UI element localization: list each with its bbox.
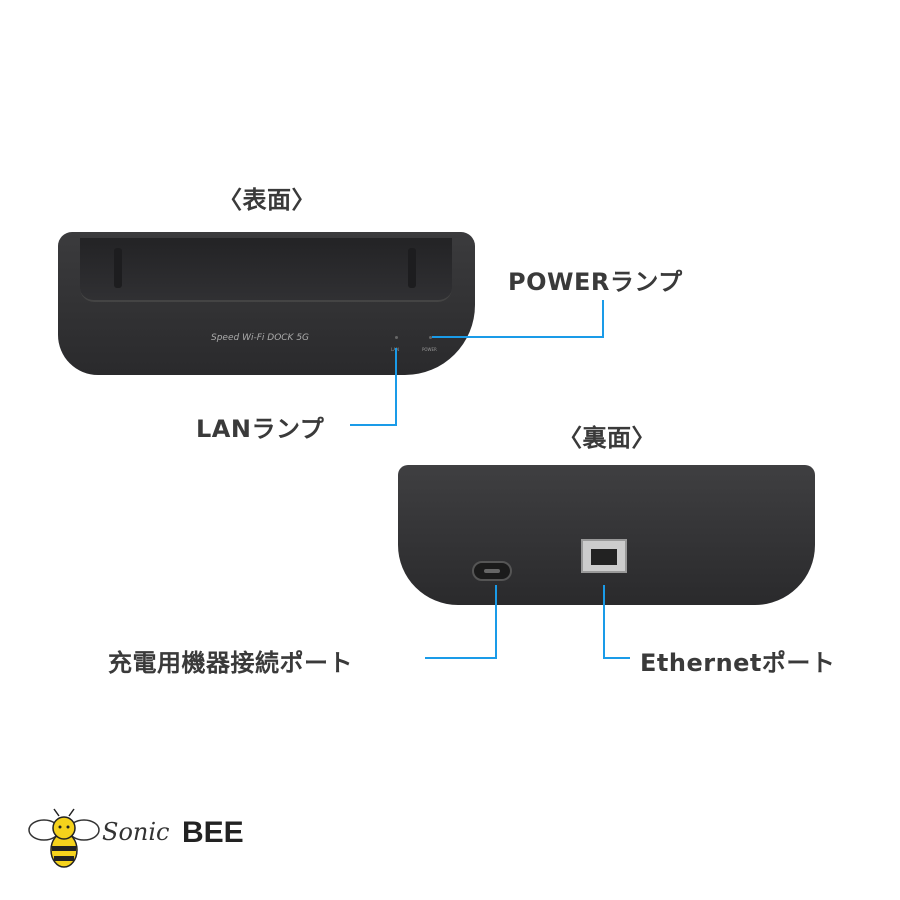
charge-port-label: 充電用機器接続ポート	[108, 649, 353, 677]
lan-leader	[350, 348, 397, 426]
cradle-post	[114, 248, 122, 288]
logo-bee-text: BEE	[182, 816, 244, 849]
front-heading: 〈表面〉	[218, 186, 316, 214]
cradle-post	[408, 248, 416, 288]
lan-lamp-label: LANランプ	[196, 415, 325, 443]
logo-sonic-text: Sonic	[102, 818, 170, 846]
device-brand-text: Speed Wi-Fi DOCK 5G	[211, 333, 310, 343]
dock-back-image	[398, 465, 815, 605]
power-leader	[432, 300, 604, 338]
ethernet-port-label: Ethernetポート	[640, 649, 836, 677]
dock-front-image: Speed Wi-Fi DOCK 5G LAN POWER	[58, 232, 475, 375]
device-cradle	[80, 238, 452, 302]
charge-leader	[425, 585, 497, 659]
power-lamp-label: POWERランプ	[508, 268, 683, 296]
back-heading: 〈裏面〉	[558, 424, 656, 452]
usb-c-port	[472, 561, 512, 581]
ethernet-port	[581, 539, 627, 573]
lan-led	[395, 336, 398, 339]
ethernet-leader	[603, 585, 630, 659]
power-led	[429, 336, 432, 339]
power-led-label: POWER	[422, 347, 437, 352]
bee-logo-icon	[28, 808, 100, 868]
